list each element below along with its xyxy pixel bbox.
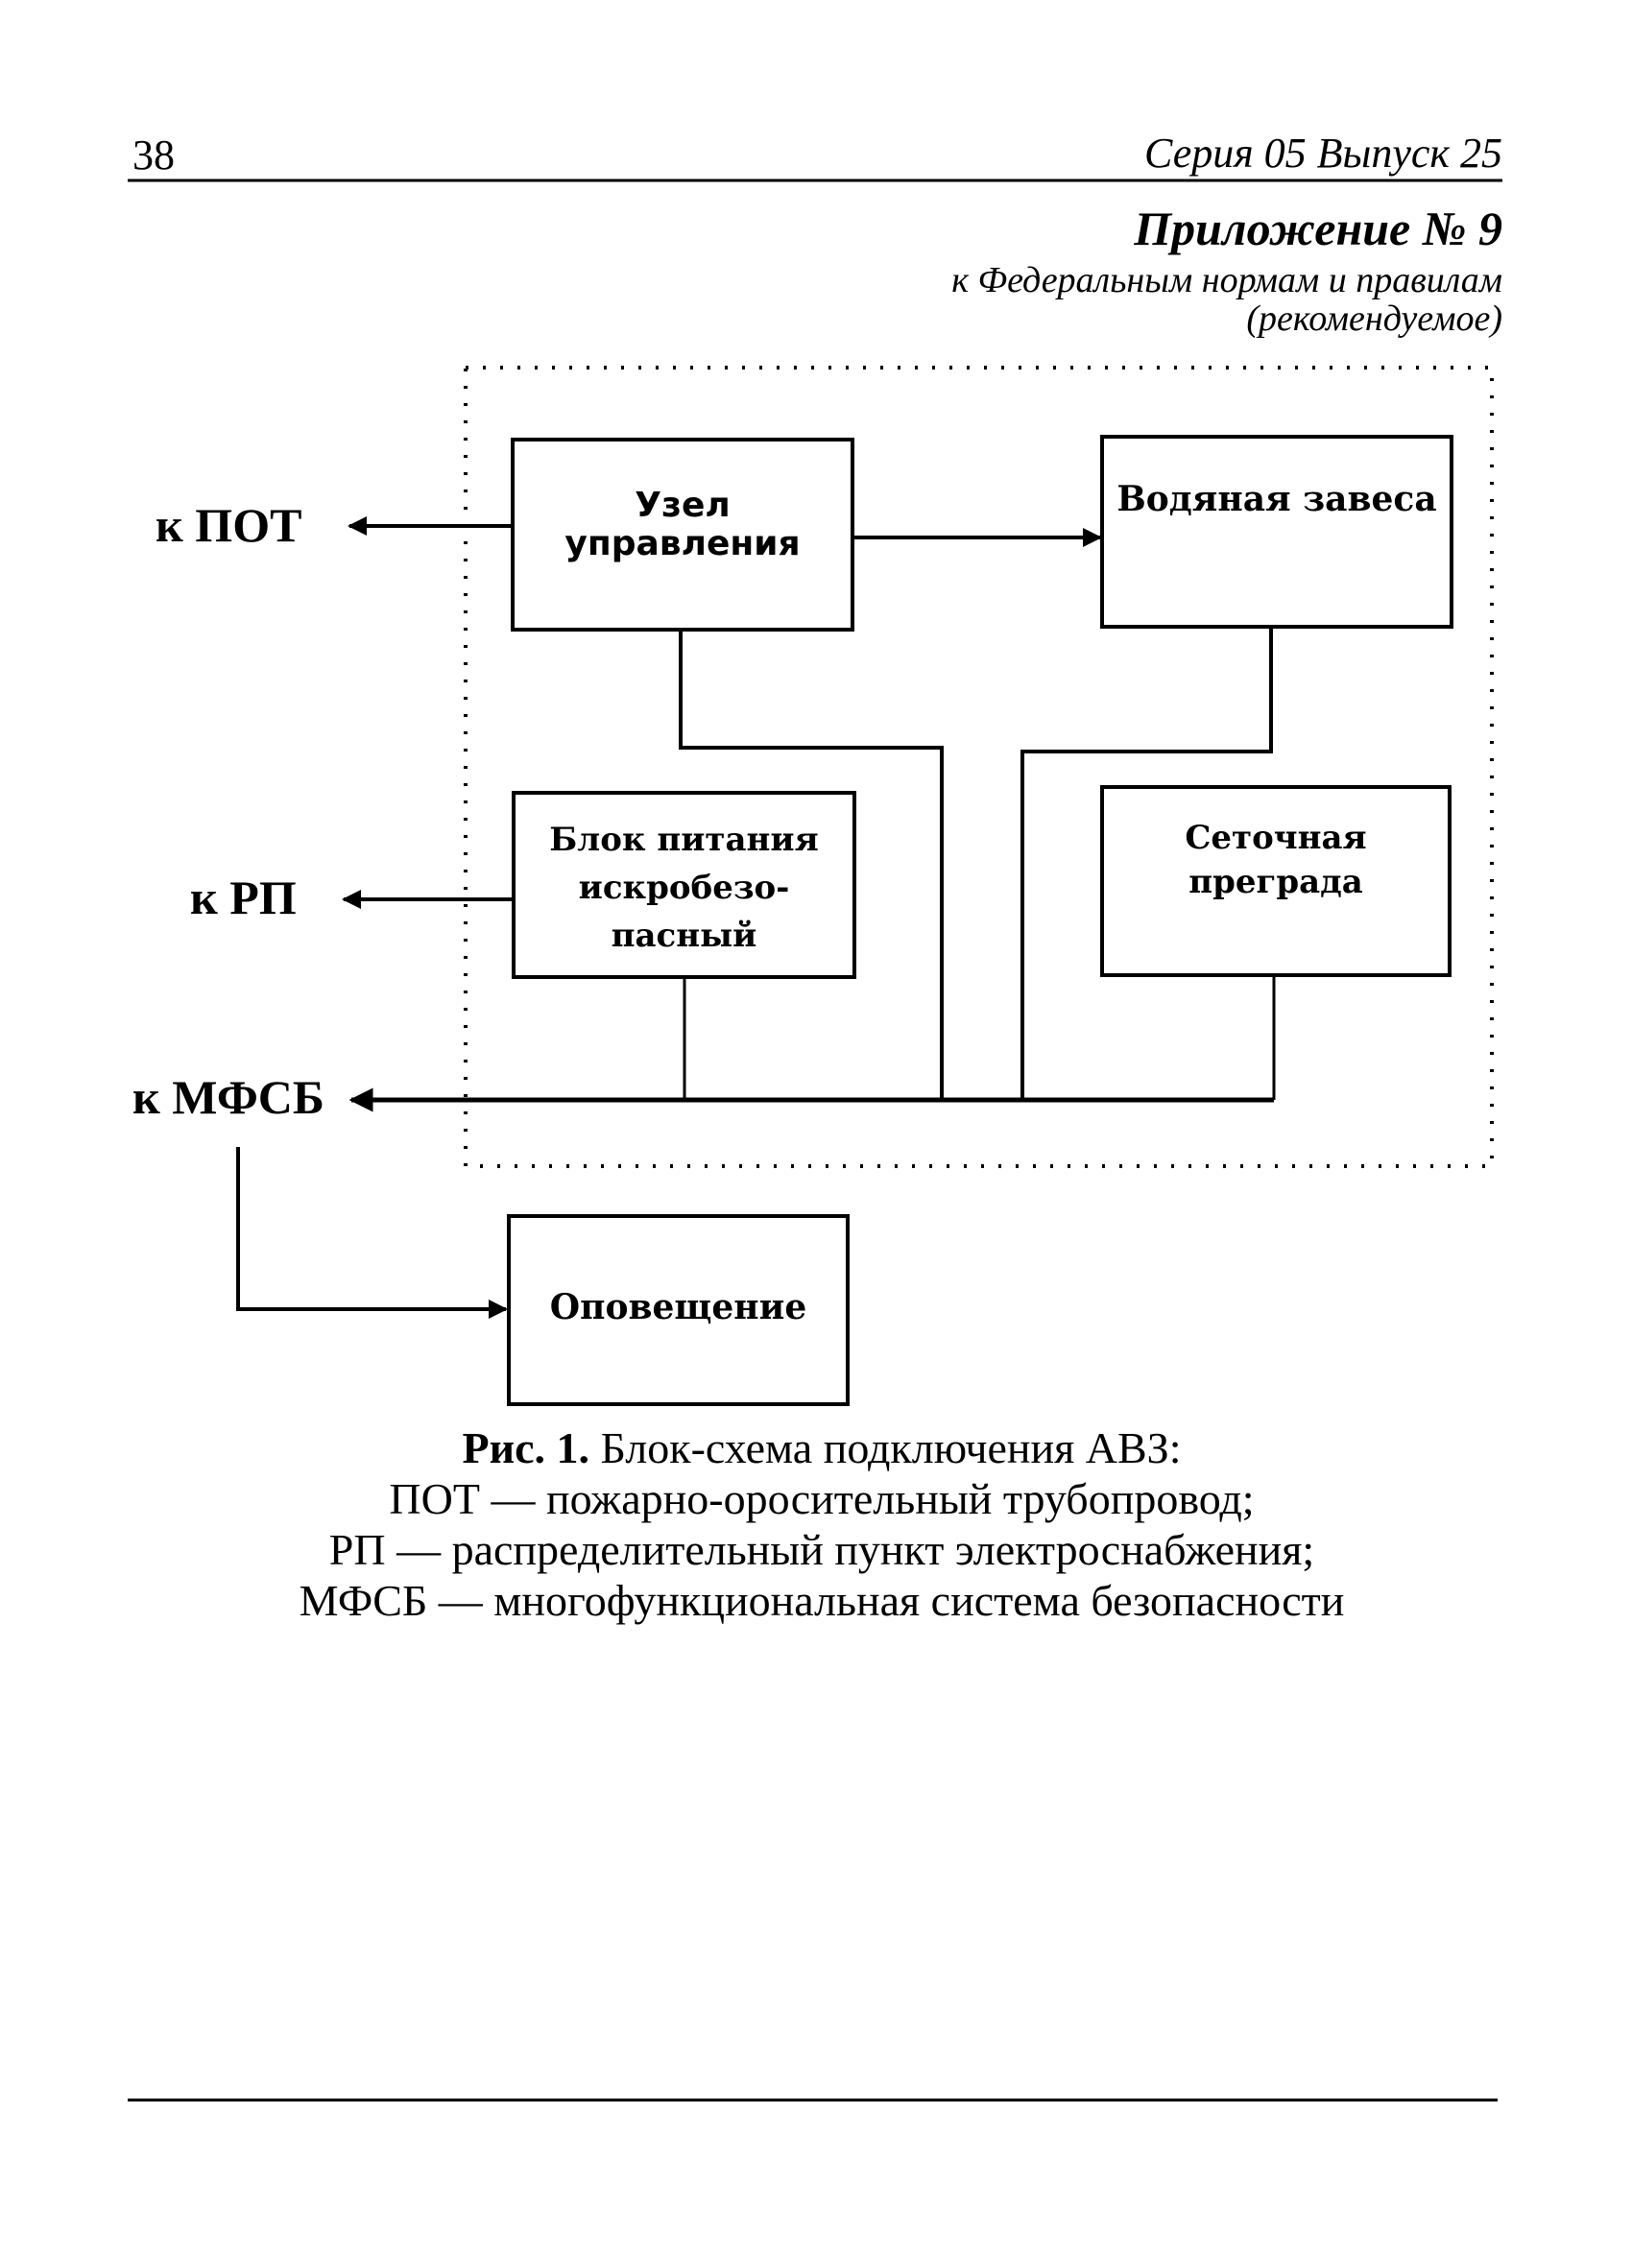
power-supply-label-line: Блок питания: [549, 821, 819, 859]
block-water-curtain: [1100, 435, 1453, 629]
figure-label: Рис. 1.: [462, 1423, 589, 1472]
mesh-barrier-label-line: Сеточная: [1185, 819, 1367, 857]
link-control-unit-bus: [679, 630, 944, 1100]
appendix-title: Приложение № 9: [1134, 202, 1502, 255]
arrow-to-notification: [236, 1147, 508, 1319]
caption-legend-item: ПОТ — пожарно-оросительный трубопровод;: [389, 1474, 1255, 1523]
page-number: 38: [132, 131, 175, 179]
mesh-barrier-label: Сеточная преграда: [1102, 816, 1450, 904]
running-head: Серия 05 Выпуск 25: [1144, 130, 1502, 177]
link-water-curtain-bus: [1020, 627, 1273, 1100]
water-curtain-label: Водяная завеса: [1116, 479, 1437, 519]
power-supply-label-line: искробезо-: [578, 869, 790, 907]
mesh-barrier-label-line: преграда: [1188, 863, 1363, 901]
dotted-enclosure: [464, 366, 1494, 1168]
appendix-recommendation-note: (рекомендуемое): [1246, 298, 1502, 339]
block-mesh-barrier: [1100, 785, 1452, 977]
label-to-mfsb: к МФСБ: [132, 1070, 324, 1124]
caption-legend-item: РП — распределительный пункт электроснаб…: [328, 1525, 1315, 1574]
figure-title: Блок-схема подключения АВЗ:: [589, 1423, 1182, 1472]
label-to-pot: к ПОТ: [156, 498, 302, 552]
power-supply-label: Блок питания искробезо- пасный: [514, 816, 854, 960]
appendix-subtitle: к Федеральным нормам и правилам: [951, 260, 1502, 300]
notification-label: Оповещение: [549, 1287, 807, 1327]
block-notification: [507, 1214, 850, 1406]
control-unit-label: Узел управления: [564, 486, 801, 563]
power-supply-label-line: пасный: [611, 917, 757, 955]
label-to-rp: к РП: [190, 871, 297, 924]
caption-legend-item: МФСБ — многофункциональная система безоп…: [299, 1576, 1345, 1625]
figure-caption-title: Рис. 1. Блок-схема подключения АВЗ:: [0, 1422, 1632, 1473]
